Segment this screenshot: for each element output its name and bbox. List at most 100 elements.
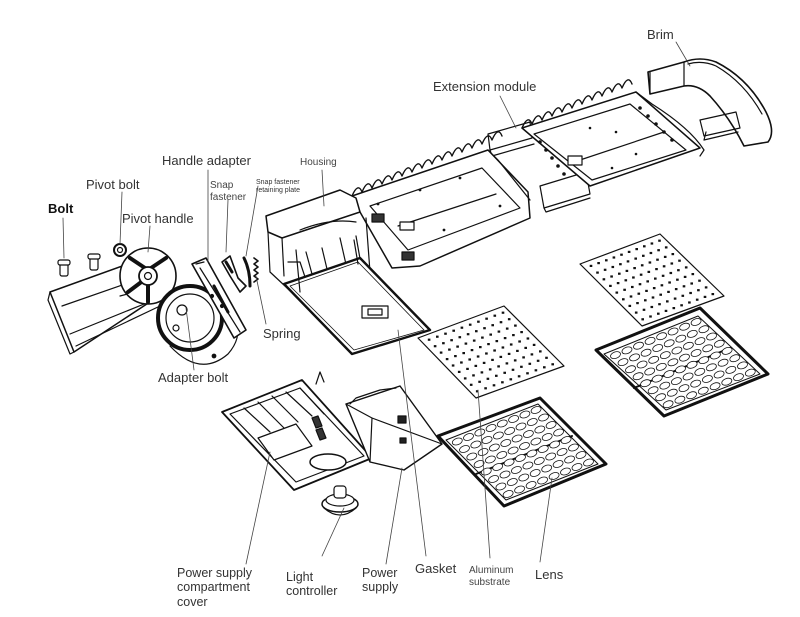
lens-cell [459, 444, 471, 454]
lens-cell [571, 462, 583, 472]
lens-cell [499, 470, 511, 480]
lens-cell [698, 355, 710, 365]
label-light-controller: Light controller [286, 570, 338, 599]
lens-cell [655, 362, 667, 372]
label-pivot-handle: Pivot handle [122, 211, 194, 226]
led-pad [602, 278, 606, 281]
aluminum-substrate-right [580, 234, 724, 326]
led-pad [652, 287, 656, 290]
lens-cell [640, 378, 652, 388]
led-pad [626, 260, 630, 263]
power-supply-cover-part [222, 372, 372, 490]
lens-cell [733, 372, 745, 382]
lens-cell [610, 350, 622, 360]
led-pad [666, 300, 669, 303]
lens-cell [534, 425, 546, 435]
led-pad [456, 345, 459, 348]
led-pad [516, 349, 519, 352]
lens-cell [640, 348, 652, 358]
led-pad [483, 327, 486, 330]
lens-cell [503, 458, 515, 468]
lens-cell [560, 467, 572, 477]
led-pad [501, 311, 505, 314]
led-pad [646, 280, 649, 283]
lens-cell [663, 339, 675, 349]
led-pad [468, 358, 471, 361]
led-pad [551, 363, 554, 366]
spring-part [254, 258, 258, 282]
led-pad [454, 355, 457, 358]
lens-cell [694, 336, 706, 346]
led-pad [664, 246, 668, 249]
lens-cell [666, 388, 678, 398]
led-pad [615, 291, 619, 294]
lens-cell [717, 358, 729, 368]
label-pivot-bolt: Pivot bolt [86, 177, 140, 192]
lens-cell [504, 426, 516, 436]
lens-cell [667, 327, 679, 337]
led-pad [503, 371, 506, 374]
led-pad [691, 273, 695, 276]
aluminum-substrate-left [418, 306, 564, 398]
led-pad [680, 304, 683, 307]
led-pad [632, 276, 635, 279]
led-pad [639, 273, 643, 276]
led-pad [436, 335, 439, 338]
extension-module-part [488, 80, 704, 212]
led-pad [511, 368, 515, 371]
lens-cell [662, 399, 674, 409]
led-pad [518, 340, 521, 343]
lens-cell [537, 476, 549, 486]
lens-cell [529, 468, 541, 478]
led-pad [647, 270, 651, 273]
lens-cell [515, 453, 527, 463]
led-pad [612, 256, 616, 259]
led-pad [475, 330, 478, 333]
lens-cell [560, 435, 572, 445]
led-pad [684, 266, 688, 269]
lens-cell [530, 405, 542, 415]
led-pad [671, 253, 675, 256]
led-pad [650, 305, 654, 309]
led-pad [609, 284, 612, 287]
led-pad [654, 277, 657, 280]
led-pad [460, 326, 464, 329]
led-pad [545, 356, 548, 359]
led-pad [664, 309, 668, 312]
lens-right [596, 308, 768, 416]
label-gasket: Gasket [415, 561, 457, 576]
led-pad [427, 338, 431, 341]
lens-cell [533, 456, 545, 466]
led-pad [669, 271, 673, 275]
led-pad [497, 365, 500, 368]
led-pad [534, 369, 538, 372]
led-pad [480, 371, 484, 374]
led-pad [505, 327, 509, 330]
led-pad [597, 262, 600, 265]
handle-adapter-part [192, 258, 246, 338]
led-pad [501, 346, 505, 349]
light-controller-part [322, 486, 358, 515]
led-pad [690, 282, 693, 285]
led-pad [442, 342, 445, 345]
lens-cell [651, 374, 663, 384]
lens-cell [451, 437, 463, 447]
led-pad [644, 299, 647, 302]
lens-cell [690, 317, 702, 327]
led-pad [458, 336, 462, 339]
led-pad [689, 291, 692, 295]
lens-cell [470, 440, 482, 450]
led-pad [472, 374, 475, 377]
lens-cell [488, 474, 500, 484]
led-pad [462, 352, 465, 355]
led-pad [605, 259, 608, 262]
led-pad [635, 248, 638, 251]
lens-cell [492, 431, 504, 441]
led-pad [645, 289, 648, 292]
lens-cell [709, 351, 721, 361]
led-pad [439, 351, 443, 354]
led-pad [658, 239, 661, 242]
led-pad [660, 284, 664, 287]
led-pad [475, 390, 479, 393]
